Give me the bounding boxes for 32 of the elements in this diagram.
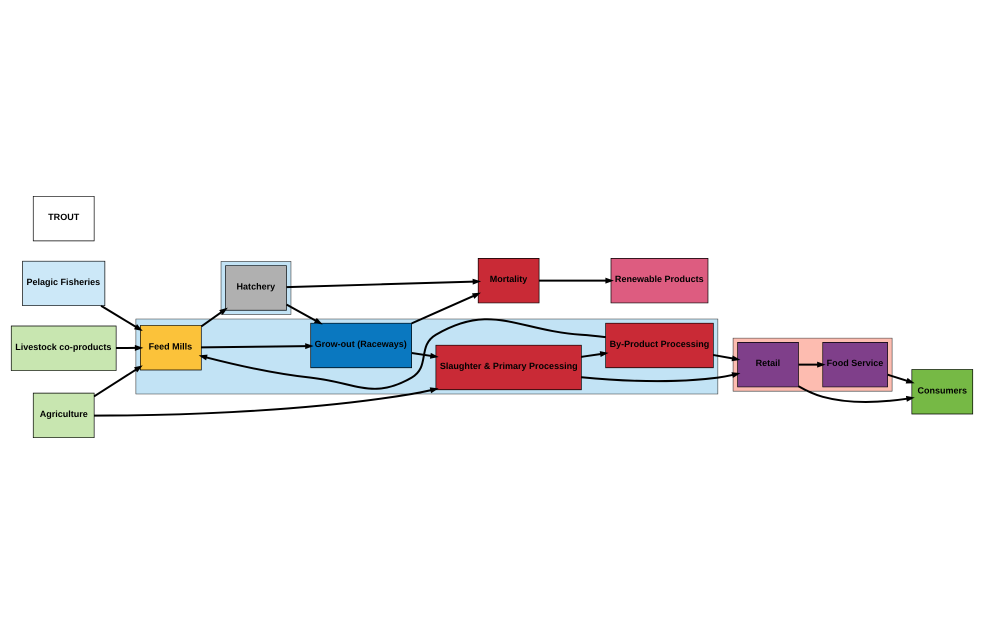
arrow xyxy=(200,307,228,327)
arrow xyxy=(411,352,438,358)
node-box: Agriculture xyxy=(32,392,94,438)
node-box: Retail xyxy=(736,342,798,387)
arrow xyxy=(286,278,481,288)
arrow xyxy=(538,277,614,284)
node-box: TROUT xyxy=(32,195,94,241)
arrow xyxy=(93,364,142,397)
node-box: Food Service xyxy=(822,342,888,387)
node-box: Pelagic Fisheries xyxy=(22,260,105,306)
arrow xyxy=(798,384,914,402)
arrow xyxy=(198,318,606,390)
node-box: By-Product Processing xyxy=(604,322,714,368)
arrow xyxy=(200,342,314,349)
arrow xyxy=(94,386,438,416)
node-box: Slaughter & Primary Processing xyxy=(435,344,582,390)
arrow xyxy=(580,372,740,382)
node-box: Grow-out (Raceways) xyxy=(310,322,412,368)
arrow xyxy=(580,350,608,358)
node-box: Renewable Products xyxy=(610,258,708,303)
arrow xyxy=(116,344,143,350)
node-box: Hatchery xyxy=(224,264,286,310)
node-box: Consumers xyxy=(911,368,973,414)
arrow xyxy=(886,373,914,383)
arrow xyxy=(410,292,480,324)
node-box: Livestock co-products xyxy=(10,325,116,370)
node-box: Feed Mills xyxy=(140,324,202,370)
arrow xyxy=(798,361,826,368)
arrow xyxy=(100,304,142,331)
arrow xyxy=(286,303,322,324)
arrow xyxy=(712,354,740,361)
node-box: Mortality xyxy=(477,258,539,303)
